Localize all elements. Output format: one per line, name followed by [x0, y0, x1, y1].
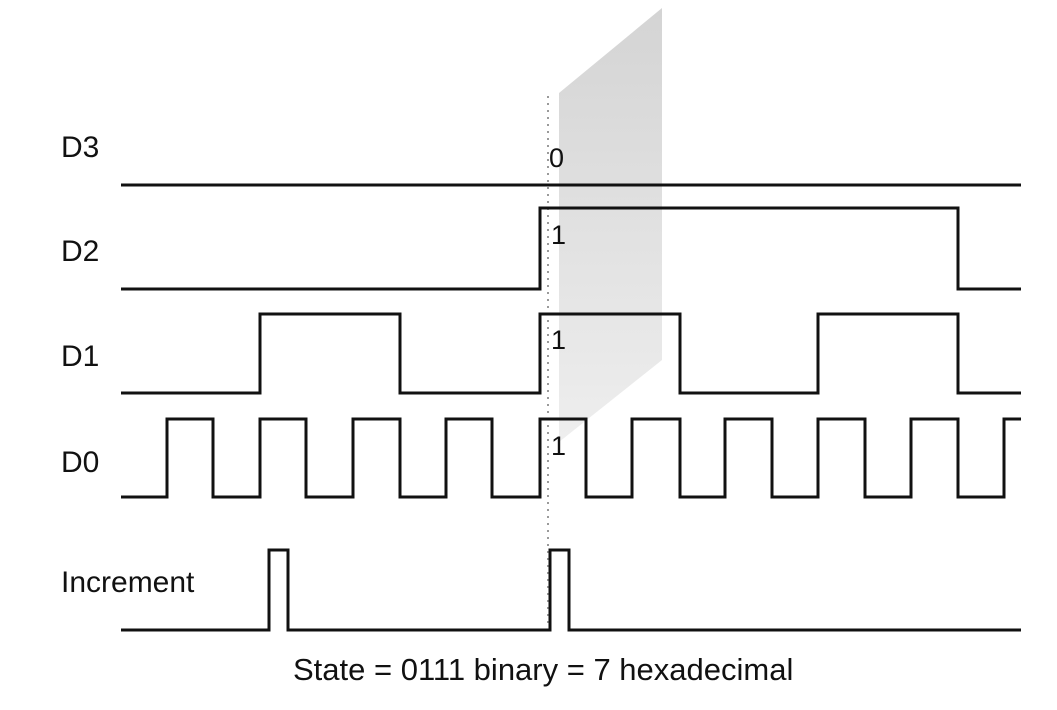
signal-labels: D3 D2 D1 D0 Increment — [61, 131, 195, 599]
d1-label: D1 — [61, 340, 99, 373]
increment-waveform — [121, 548, 1021, 632]
state-caption: State = 0111 binary = 7 hexadecimal — [293, 652, 793, 687]
d3-label: D3 — [61, 131, 99, 164]
d0-state-value: 1 — [551, 431, 566, 461]
sample-window — [547, 8, 662, 628]
sampled-state-values: 0 1 1 1 — [549, 143, 566, 461]
d3-state-value: 0 — [549, 143, 564, 173]
d2-state-value: 1 — [551, 220, 566, 250]
d1-state-value: 1 — [551, 325, 566, 355]
waveforms — [121, 183, 1021, 632]
d0-waveform — [121, 417, 1021, 499]
d1-waveform — [121, 312, 1021, 395]
d2-waveform — [121, 206, 1021, 291]
d2-label: D2 — [61, 235, 99, 268]
d0-label: D0 — [61, 446, 99, 479]
increment-label: Increment — [61, 566, 195, 599]
sample-band — [559, 8, 662, 442]
